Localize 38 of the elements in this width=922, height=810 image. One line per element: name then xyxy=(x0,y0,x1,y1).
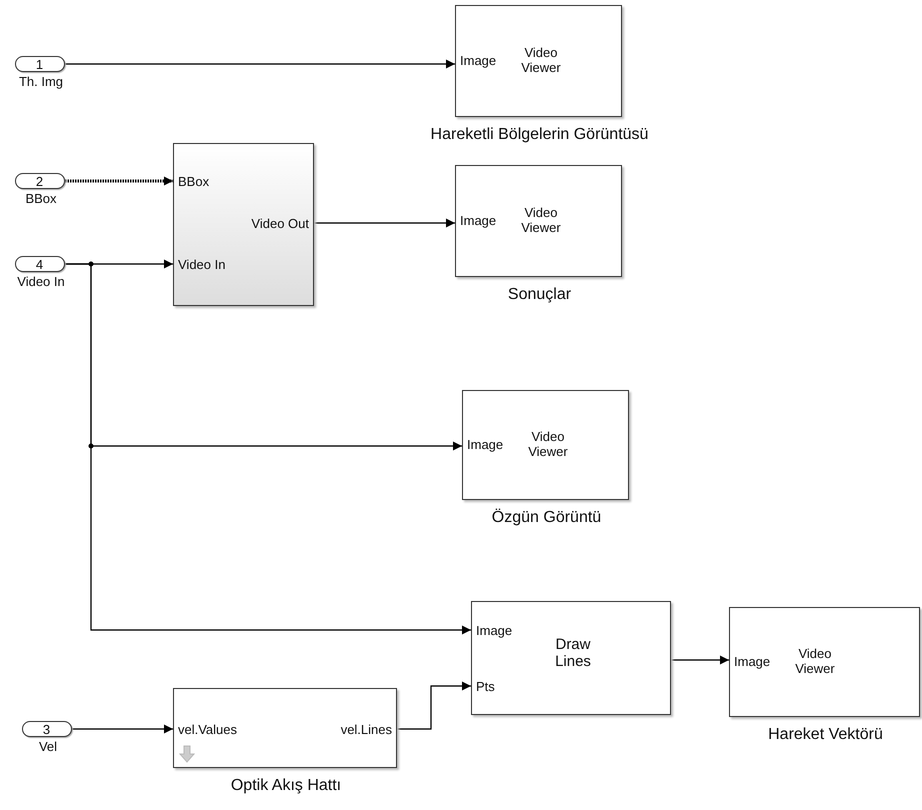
port-label: Pts xyxy=(476,679,495,694)
block-name: Video Viewer xyxy=(527,429,569,459)
bus-arrow xyxy=(65,176,173,186)
block-title: Hareket Vektörü xyxy=(767,726,884,744)
signal-arrow xyxy=(314,218,455,228)
port-label: vel.Lines xyxy=(340,722,392,737)
port-name: BBox xyxy=(24,191,58,206)
port-label: Video Out xyxy=(251,216,309,231)
block-name: Video Viewer xyxy=(520,205,562,235)
port-label: vel.Values xyxy=(178,722,238,737)
block-title: Optik Akış Hattı xyxy=(230,777,342,795)
block-name: Video Viewer xyxy=(794,646,836,676)
signal-arrow xyxy=(65,263,471,634)
port-name: Video In xyxy=(16,274,66,289)
signal-arrow xyxy=(72,724,173,734)
draw-lines-block xyxy=(471,601,671,715)
port-label: Image xyxy=(460,53,496,68)
block-title: Sonuçlar xyxy=(506,286,572,304)
port-label: BBox xyxy=(178,174,210,189)
signal-arrow xyxy=(671,656,729,664)
port-number: 3 xyxy=(42,722,52,737)
port-number: 1 xyxy=(34,57,44,72)
port-label: Video In xyxy=(178,257,226,272)
block-title: Özgün Görüntü xyxy=(490,509,602,527)
subsystem-block xyxy=(173,143,314,306)
block-name: Draw Lines xyxy=(554,636,592,670)
port-name: Th. Img xyxy=(18,74,64,89)
port-label: Image xyxy=(460,213,496,228)
port-number: 4 xyxy=(34,257,44,272)
port-label: Image xyxy=(734,654,770,669)
port-label: Image xyxy=(467,437,504,452)
block-name: Video Viewer xyxy=(520,45,562,75)
port-label: Image xyxy=(476,623,512,638)
port-number: 2 xyxy=(34,174,44,189)
signal-arrow xyxy=(397,682,471,730)
port-name: Vel xyxy=(38,739,58,754)
signal-arrow xyxy=(65,60,455,68)
block-title: Hareketli Bölgelerin Görüntüsü xyxy=(430,126,650,144)
